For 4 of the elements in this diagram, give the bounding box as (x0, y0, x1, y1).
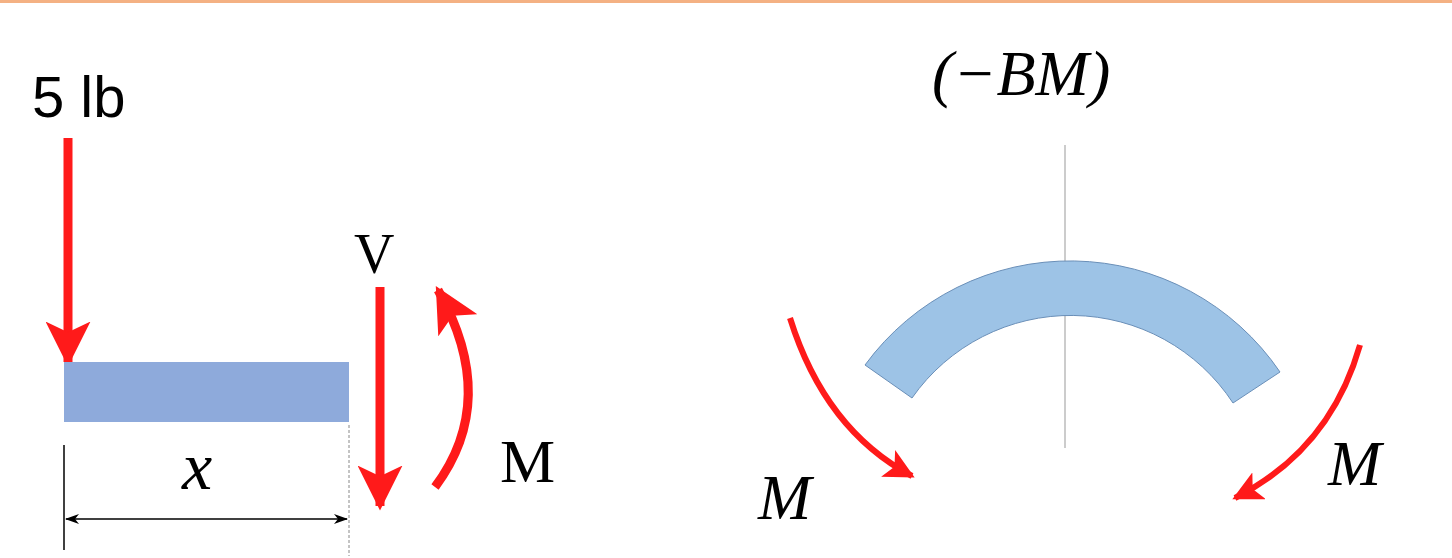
dimension-label: x (182, 432, 213, 500)
shear-label: V (354, 226, 395, 282)
moment-label: M (500, 430, 556, 492)
force-label: 5 lb (32, 68, 126, 126)
